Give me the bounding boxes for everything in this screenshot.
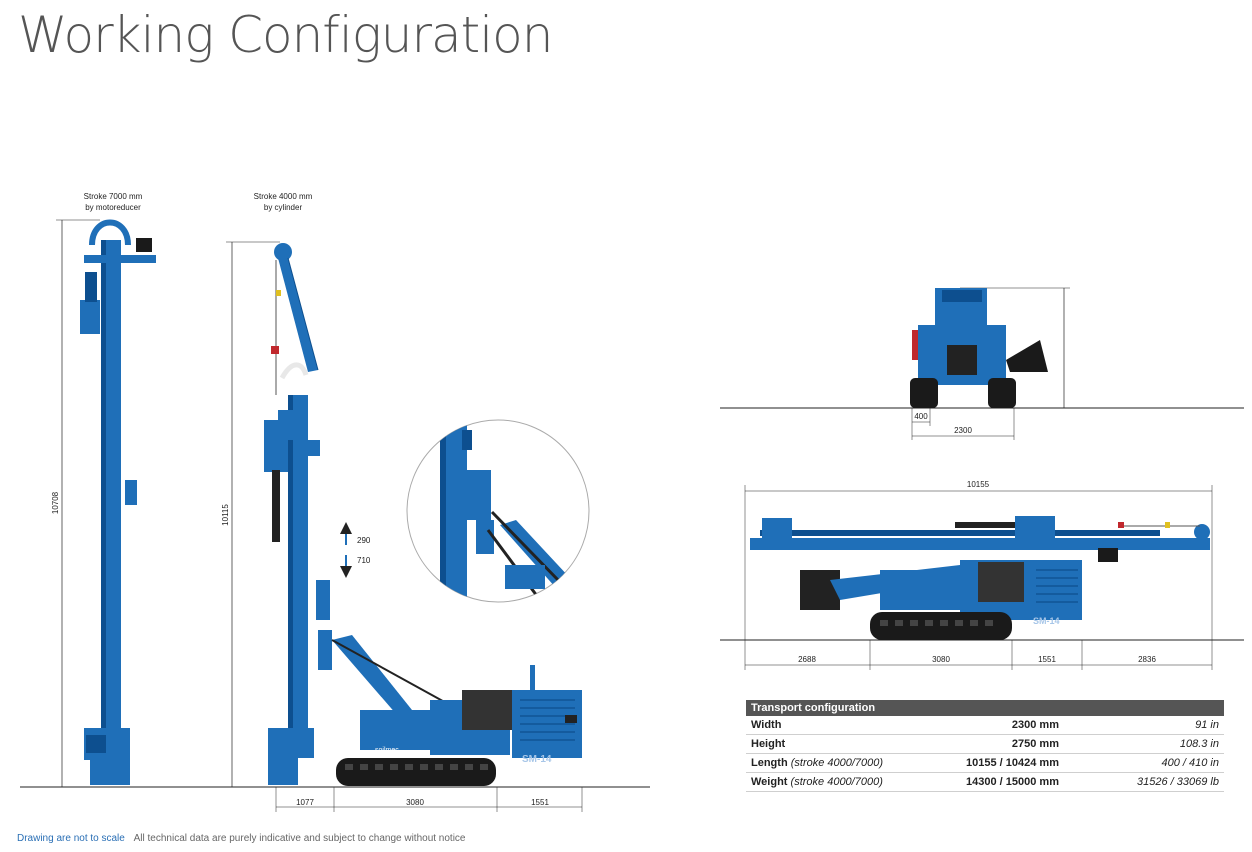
front-dim-small: 400 (914, 412, 928, 421)
rig2-machine: SM-14 soilmec (264, 243, 582, 786)
row-in: 31526 / 33069 lb (1064, 772, 1224, 792)
side-dim-3: 1551 (1038, 655, 1056, 664)
front-transport-view: 400 2300 (720, 287, 1244, 440)
side-dim-2: 3080 (932, 655, 950, 664)
footer-disclaimer: All technical data are purely indicative… (133, 833, 466, 844)
row-in: 91 in (1064, 716, 1224, 735)
left-base-dim-3: 1551 (531, 798, 549, 807)
row-label: Height (751, 738, 786, 750)
row-label: Weight (751, 776, 788, 788)
stroke-up-value: 290 (357, 536, 371, 545)
table-row: Length (stroke 4000/7000) 10155 / 10424 … (746, 753, 1224, 773)
side-machine-text: SM-14 (1033, 616, 1060, 626)
rig2-machine-text: SM-14 (522, 754, 552, 765)
stroke-down-value: 710 (357, 556, 371, 565)
left-working-view: Stroke 7000 mm by motoreducer 10708 Stro… (20, 192, 650, 812)
stroke-arrows: 290 710 (340, 522, 371, 578)
row-label: Length (751, 757, 788, 769)
row-note: (stroke 4000/7000) (790, 776, 883, 788)
rig2-label-line2: by cylinder (264, 203, 303, 212)
table-row: Width 2300 mm 91 in (746, 716, 1224, 735)
row-in: 108.3 in (1064, 734, 1224, 754)
detail-circle (406, 419, 590, 603)
rig1-height-dim: 10708 (51, 491, 60, 514)
side-dim-1: 2688 (798, 655, 816, 664)
side-transport-view: 10155 SM-14 2688 30 (720, 480, 1244, 670)
rig1-label-line2: by motoreducer (85, 203, 141, 212)
footer-note: Drawing are not to scale (17, 833, 125, 844)
rig2-height-dim: 10115 (221, 504, 230, 526)
rig2-label-line1: Stroke 4000 mm (254, 192, 313, 201)
footer: Drawing are not to scale All technical d… (17, 833, 466, 844)
table-row: Weight (stroke 4000/7000) 14300 / 15000 … (746, 772, 1224, 792)
row-mm: 2750 mm (904, 734, 1064, 754)
left-base-dim-2: 3080 (406, 798, 424, 807)
transport-header: Transport configuration (746, 700, 1224, 716)
side-dim-4: 2836 (1138, 655, 1156, 664)
row-mm: 2300 mm (904, 716, 1064, 735)
transport-table: Transport configuration Width 2300 mm 91… (746, 700, 1224, 792)
front-dim-width: 2300 (954, 426, 972, 435)
row-in: 400 / 410 in (1064, 753, 1224, 773)
row-label: Width (751, 719, 782, 731)
page-title: Working Configuration (18, 6, 553, 64)
left-base-dims: 1077 3080 1551 (275, 787, 583, 812)
row-mm: 10155 / 10424 mm (904, 753, 1064, 773)
rig2-brand-text: soilmec (375, 747, 399, 754)
rig1-mast (80, 219, 156, 785)
left-base-dim-1: 1077 (296, 798, 314, 807)
side-dim-total: 10155 (967, 480, 990, 489)
transport-header-row: Transport configuration (746, 700, 1224, 716)
table-row: Height 2750 mm 108.3 in (746, 734, 1224, 754)
row-note: (stroke 4000/7000) (790, 757, 884, 769)
row-mm: 14300 / 15000 mm (904, 772, 1064, 792)
rig1-label-line1: Stroke 7000 mm (84, 192, 143, 201)
